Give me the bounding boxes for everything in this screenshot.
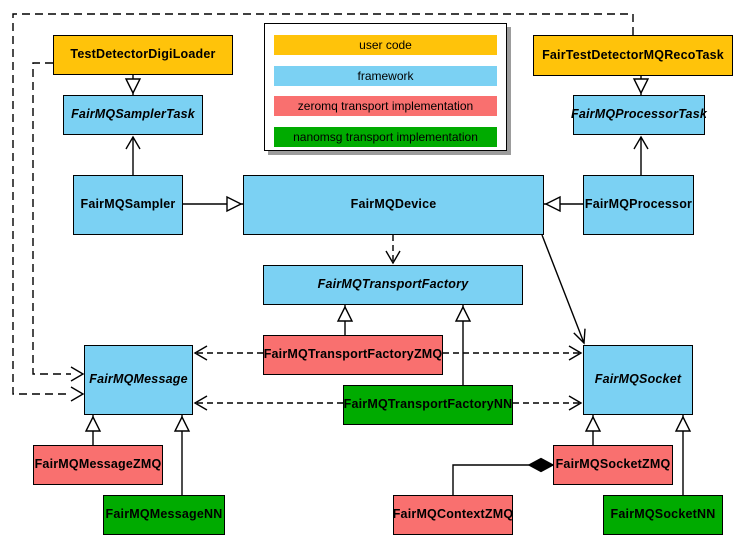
triangle-recotask-processortask: [632, 78, 650, 95]
class-box-testdetectordigiloader: TestDetectorDigiLoader: [53, 35, 233, 75]
arrowhead-factorynn-message: [193, 395, 208, 411]
class-box-fairmqprocessortask: FairMQProcessorTask: [571, 95, 707, 135]
triangle-processor-device: [544, 195, 561, 213]
arrowhead-factorynn-socket: [568, 395, 583, 411]
triangle-factoryzmq-factory: [336, 305, 354, 322]
arrowhead-digiloader-message: [70, 366, 85, 382]
diamond-composition-socketzmq: [527, 457, 555, 473]
class-box-fairtestdetectormqrecotask: FairTestDetectorMQRecoTask: [533, 35, 733, 76]
class-box-fairmqmessage: FairMQMessage: [84, 345, 193, 415]
class-box-fairmqsocketzmq: FairMQSocketZMQ: [553, 445, 673, 485]
edge-device-socket: [541, 234, 585, 344]
legend-item-nanomsg: nanomsg transport implementation: [274, 126, 497, 147]
arrowhead-factoryzmq-socket: [568, 345, 583, 361]
class-box-fairmqmessagenn: FairMQMessageNN: [103, 495, 225, 535]
class-box-fairmqtransportfactorynn: FairMQTransportFactoryNN: [343, 385, 513, 425]
triangle-messagezmq-message: [84, 415, 102, 432]
class-box-fairmqtransportfactoryzmq: FairMQTransportFactoryZMQ: [263, 335, 443, 375]
legend-item-framework: framework: [274, 65, 497, 86]
arrowhead-device-socket: [573, 328, 586, 345]
legend-box: user code framework zeromq transport imp…: [264, 23, 507, 151]
edge-contextzmq-socketzmq: [452, 464, 529, 495]
class-box-fairmqsocket: FairMQSocket: [583, 345, 693, 415]
triangle-socketnn-socket: [674, 415, 692, 432]
class-box-fairmqsocketnn: FairMQSocketNN: [603, 495, 723, 535]
triangle-factorynn-factory: [454, 305, 472, 322]
arrowhead-recotask-message: [70, 386, 85, 402]
class-box-fairmqdevice: FairMQDevice: [243, 175, 544, 235]
triangle-socketzmq-socket: [584, 415, 602, 432]
arrowhead-processor-processortask: [633, 135, 649, 150]
class-box-fairmqmessagezmq: FairMQMessageZMQ: [33, 445, 163, 485]
class-box-fairmqcontextzmq: FairMQContextZMQ: [393, 495, 513, 535]
class-box-fairmqprocessor: FairMQProcessor: [583, 175, 694, 235]
triangle-digiloader-samplertask: [124, 78, 142, 95]
class-box-fairmqtransportfactory: FairMQTransportFactory: [263, 265, 523, 305]
class-box-fairmqsamplertask: FairMQSamplerTask: [63, 95, 203, 135]
triangle-messagenn-message: [173, 415, 191, 432]
arrowhead-device-factory: [385, 250, 401, 265]
edge-recotask-message-dashed: [12, 13, 634, 395]
class-box-fairmqsampler: FairMQSampler: [73, 175, 183, 235]
arrowhead-factoryzmq-message: [193, 345, 208, 361]
legend-item-user-code: user code: [274, 35, 497, 55]
legend-item-zeromq: zeromq transport implementation: [274, 96, 497, 116]
edge-digiloader-message-dashed: [32, 62, 71, 375]
arrowhead-sampler-samplertask: [125, 135, 141, 150]
triangle-sampler-device: [226, 195, 243, 213]
